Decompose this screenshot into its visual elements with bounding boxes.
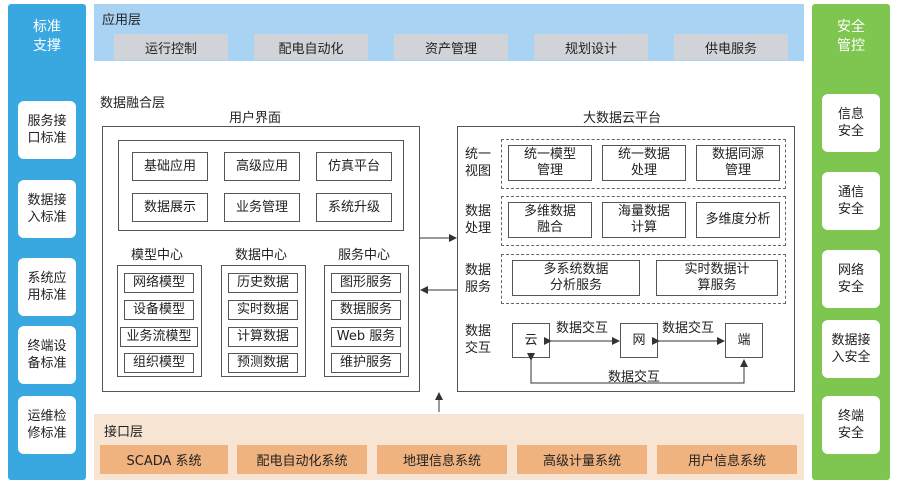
security-item: 数据接 入安全 xyxy=(822,320,880,378)
unified-view-item: 统一模型 管理 xyxy=(508,145,592,181)
security-item: 终端 安全 xyxy=(822,396,880,454)
standard-item: 终端设 备标准 xyxy=(18,326,76,384)
service-item: 维护服务 xyxy=(331,353,401,373)
ui-func-item: 基础应用 xyxy=(132,152,208,181)
row-label-unified-view: 统一 视图 xyxy=(464,147,491,179)
data-processing-item: 多维度分析 xyxy=(696,202,780,238)
standards-panel: 标准 支撑 服务接 口标准 数据接 入标准 系统应 用标准 终端设 备标准 运维… xyxy=(8,4,86,480)
security-item: 网络 安全 xyxy=(822,250,880,308)
data-processing-group xyxy=(501,196,786,246)
standard-item: 运维检 修标准 xyxy=(18,396,76,454)
service-item: 图形服务 xyxy=(331,273,401,293)
app-item: 运行控制 xyxy=(114,34,228,60)
unified-view-item: 数据同源 管理 xyxy=(696,145,780,181)
data-processing-item: 海量数据 计算 xyxy=(602,202,686,238)
model-item: 业务流模型 xyxy=(120,327,198,347)
interface-item: 用户信息系统 xyxy=(657,445,797,474)
exchange-link-label: 数据交互 xyxy=(556,321,609,336)
standard-item: 服务接 口标准 xyxy=(18,101,76,159)
data-service-item: 实时数据计 算服务 xyxy=(656,260,778,296)
standard-item: 数据接 入标准 xyxy=(18,180,76,238)
arrow-cloud-terminal xyxy=(527,353,748,384)
data-item: 预测数据 xyxy=(228,353,298,373)
app-item: 配电自动化 xyxy=(254,34,368,60)
interface-item: 高级计量系统 xyxy=(517,445,647,474)
data-item: 实时数据 xyxy=(228,300,298,320)
service-item: Web 服务 xyxy=(331,327,401,347)
row-label-data-exchange: 数据 交互 xyxy=(464,324,491,356)
standards-title: 标准 支撑 xyxy=(33,19,61,54)
ui-func-item: 业务管理 xyxy=(224,193,300,222)
model-item: 设备模型 xyxy=(124,300,194,320)
security-item: 信息 安全 xyxy=(822,94,880,152)
app-item: 供电服务 xyxy=(674,34,788,60)
ui-panel-title: 用户界面 xyxy=(229,111,282,126)
service-center-title: 服务中心 xyxy=(338,248,391,263)
data-item: 历史数据 xyxy=(228,273,298,293)
interface-layer-title: 接口层 xyxy=(104,425,144,440)
app-layer-title: 应用层 xyxy=(102,13,142,28)
ui-func-item: 仿真平台 xyxy=(316,152,392,181)
security-item: 通信 安全 xyxy=(822,172,880,230)
interface-item: SCADA 系统 xyxy=(100,445,228,474)
cloud-panel-title: 大数据云平台 xyxy=(583,111,662,126)
row-label-data-processing: 数据 处理 xyxy=(464,204,491,236)
unified-view-group xyxy=(501,139,786,189)
app-item: 规划设计 xyxy=(534,34,648,60)
data-processing-item: 多维数据 融合 xyxy=(508,202,592,238)
unified-view-item: 统一数据 处理 xyxy=(602,145,686,181)
row-label-data-service: 数据 服务 xyxy=(464,263,491,295)
interface-item: 配电自动化系统 xyxy=(237,445,367,474)
ui-func-item: 数据展示 xyxy=(132,193,208,222)
model-center-title: 模型中心 xyxy=(131,248,184,263)
security-panel: 安全 管控 信息 安全 通信 安全 网络 安全 数据接 入安全 终端 安全 xyxy=(812,4,890,480)
data-item: 计算数据 xyxy=(228,327,298,347)
data-service-item: 多系统数据 分析服务 xyxy=(512,260,640,296)
ui-func-item: 高级应用 xyxy=(224,152,300,181)
standard-item: 系统应 用标准 xyxy=(18,258,76,316)
exchange-link-label: 数据交互 xyxy=(608,370,661,385)
service-item: 数据服务 xyxy=(331,300,401,320)
fusion-layer-title: 数据融合层 xyxy=(100,96,166,111)
app-item: 资产管理 xyxy=(394,34,508,60)
app-layer: 应用层 运行控制 配电自动化 资产管理 规划设计 供电服务 xyxy=(94,4,804,61)
exchange-link-label: 数据交互 xyxy=(662,321,715,336)
model-item: 网络模型 xyxy=(124,273,194,293)
exchange-node-cloud: 云 xyxy=(512,323,550,358)
data-center-title: 数据中心 xyxy=(235,248,288,263)
exchange-node-terminal: 端 xyxy=(725,323,763,358)
data-service-group xyxy=(501,254,786,304)
security-title: 安全 管控 xyxy=(837,19,865,54)
interface-item: 地理信息系统 xyxy=(377,445,507,474)
ui-func-item: 系统升级 xyxy=(316,193,392,222)
model-item: 组织模型 xyxy=(124,353,194,373)
